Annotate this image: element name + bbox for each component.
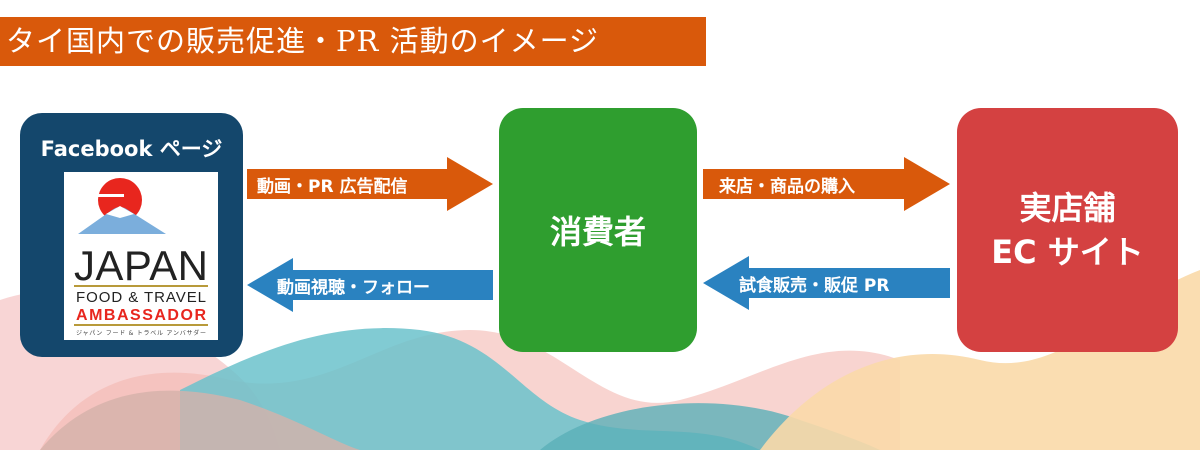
- arrow-visit-purchase: 来店・商品の購入: [703, 157, 950, 211]
- shop-line1: 実店舗: [1019, 189, 1116, 227]
- svg-text:AMBASSADOR: AMBASSADOR: [76, 307, 206, 324]
- consumer-box: 消費者: [499, 108, 697, 352]
- svg-text:ジャパン フード & トラベル アンバサダー: ジャパン フード & トラベル アンバサダー: [76, 329, 206, 337]
- store-ec-box: 実店舗 EC サイト: [957, 108, 1178, 352]
- shop-line2: EC サイト: [991, 233, 1144, 271]
- japan-food-travel-ambassador-logo: JAPAN FOOD & TRAVEL AMBASSADOR ジャパン フード …: [64, 172, 218, 340]
- facebook-title: Facebook ページ: [40, 137, 223, 161]
- arrow-label: 試食販売・販促 PR: [739, 275, 890, 296]
- facebook-page-box: Facebook ページ JAPAN FOOD & TRAVEL AMBASSA…: [20, 113, 243, 357]
- page-title: タイ国内での販売促進・PR 活動のイメージ: [0, 17, 706, 66]
- arrow-ad-delivery: 動画・PR 広告配信: [247, 157, 493, 211]
- arrow-view-follow: 動画視聴・フォロー: [247, 258, 493, 312]
- arrow-label: 動画視聴・フォロー: [277, 277, 430, 298]
- svg-text:JAPAN: JAPAN: [74, 242, 208, 289]
- svg-text:FOOD & TRAVEL: FOOD & TRAVEL: [76, 289, 206, 306]
- arrow-label: 動画・PR 広告配信: [257, 176, 408, 197]
- arrow-label: 来店・商品の購入: [719, 176, 855, 197]
- arrow-trial-promo: 試食販売・販促 PR: [703, 256, 950, 310]
